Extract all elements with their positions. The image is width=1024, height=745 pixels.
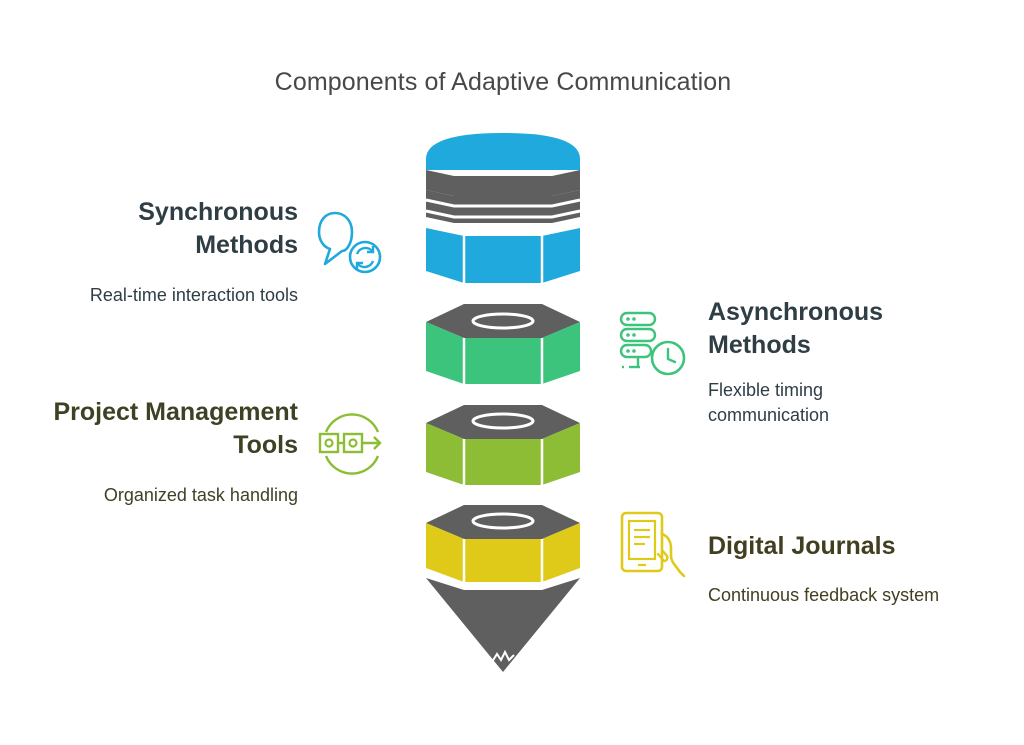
workflow-nodes-icon bbox=[318, 413, 382, 475]
digital-journals-heading: Digital Journals bbox=[708, 532, 896, 560]
segment-asynchronous bbox=[426, 304, 580, 384]
project-management-heading-line2: Tools bbox=[233, 431, 298, 459]
asynchronous-heading: Asynchronous Methods bbox=[708, 296, 968, 362]
asynchronous-description: Flexible timing communication bbox=[708, 378, 968, 428]
asynchronous-heading-line1: Asynchronous bbox=[708, 298, 884, 326]
server-clock-icon bbox=[619, 311, 686, 376]
asynchronous-description-line2: communication bbox=[708, 405, 830, 425]
synchronous-heading-line1: Synchronous bbox=[138, 198, 298, 226]
project-management-heading-line1: Project Management bbox=[53, 398, 298, 426]
asynchronous-description-line1: Flexible timing bbox=[708, 380, 824, 400]
chat-refresh-icon bbox=[317, 211, 382, 274]
asynchronous-heading-line2: Methods bbox=[708, 331, 811, 359]
synchronous-heading: Synchronous Methods bbox=[60, 196, 298, 262]
project-management-heading: Project Management Tools bbox=[20, 396, 298, 462]
project-management-description: Organized task handling bbox=[103, 485, 298, 505]
synchronous-heading-line2: Methods bbox=[195, 231, 298, 259]
synchronous-description: Real-time interaction tools bbox=[89, 285, 298, 305]
segment-digital-journals bbox=[426, 505, 580, 582]
pencil-tip bbox=[426, 578, 580, 672]
tablet-hand-icon bbox=[620, 511, 686, 578]
segment-project-management bbox=[426, 405, 580, 485]
diagram-title: Components of Adaptive Communication bbox=[274, 68, 732, 96]
digital-journals-description: Continuous feedback system bbox=[708, 585, 940, 605]
segment-synchronous bbox=[425, 133, 581, 283]
